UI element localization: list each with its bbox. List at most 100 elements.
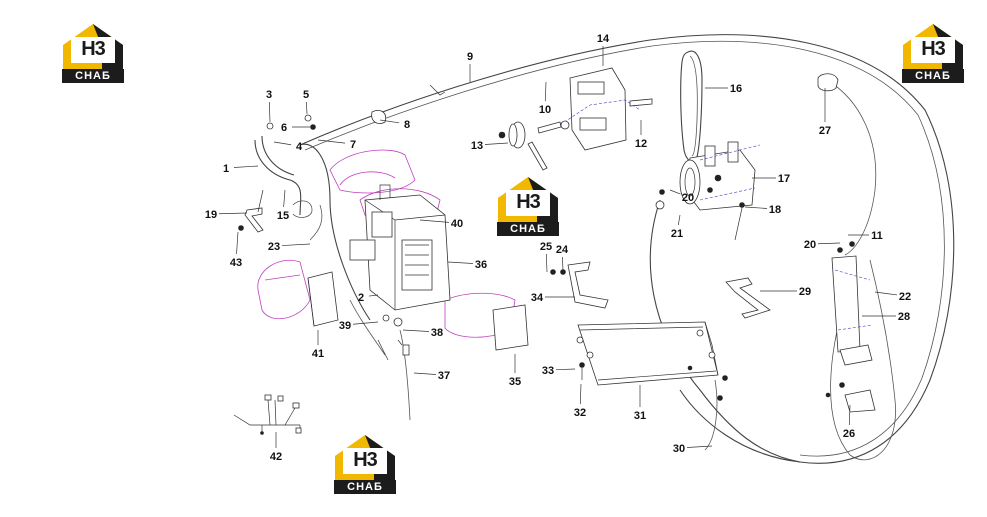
leader-line	[236, 231, 239, 255]
brand-logo: H3 CHAБ	[497, 176, 559, 238]
bracket-14	[559, 67, 653, 151]
part-number: 8	[404, 119, 410, 131]
part-number: 42	[270, 451, 282, 463]
house-emblem-icon	[903, 24, 963, 69]
upholstery-top	[329, 149, 416, 194]
part-number: 13	[471, 140, 483, 152]
callout-7: 7	[317, 139, 356, 151]
part-number: 41	[312, 348, 324, 360]
part-number: 26	[843, 428, 855, 440]
receiver-dryer-28	[825, 241, 876, 413]
leader-line	[447, 261, 474, 264]
leader-line	[686, 445, 713, 448]
callout-12: 12	[635, 120, 647, 150]
hose-1	[254, 139, 302, 216]
part-number: 20	[682, 192, 694, 204]
leader-line	[379, 119, 400, 124]
part-number: 6	[281, 122, 287, 134]
clip-9	[429, 84, 446, 96]
hose-1b	[261, 135, 295, 176]
callout-30: 30	[673, 443, 713, 455]
callout-21: 21	[671, 214, 683, 240]
part-number: 3	[266, 89, 272, 101]
part-number: 27	[819, 125, 831, 137]
part-number: 20	[804, 239, 816, 251]
callout-3: 3	[266, 89, 272, 123]
fitting-39	[382, 314, 390, 322]
callout-34: 34	[531, 292, 575, 304]
callout-42: 42	[270, 432, 282, 463]
logo-mark: H3	[516, 191, 541, 213]
leader-line	[555, 368, 576, 371]
callout-38: 38	[402, 327, 443, 339]
logo-wordmark: CHAБ	[497, 222, 559, 236]
callout-32: 32	[574, 383, 586, 419]
brand-logo: H3 CHAБ	[62, 23, 124, 85]
filter-35	[492, 304, 529, 351]
house-emblem-icon	[335, 435, 395, 480]
callout-2: 2	[358, 292, 379, 304]
brand-logo: H3 CHAБ	[334, 434, 396, 496]
hose-39	[349, 299, 386, 356]
callout-43: 43	[230, 231, 242, 269]
hose-main-loop	[299, 34, 955, 464]
hvac-unit	[349, 184, 451, 311]
pulley-13	[498, 121, 562, 171]
part-number: 16	[730, 83, 742, 95]
callout-35: 35	[509, 354, 521, 388]
part-number: 37	[438, 370, 450, 382]
leader-line	[579, 383, 582, 405]
bolt-43	[238, 225, 244, 231]
callout-20: 20	[669, 189, 694, 204]
part-number: 4	[296, 141, 303, 153]
callout-1: 1	[223, 163, 259, 175]
condenser-31	[576, 321, 728, 401]
leader-line	[669, 189, 681, 195]
part-number: 21	[671, 228, 683, 240]
part-number: 24	[556, 244, 569, 256]
leader-line	[317, 139, 346, 144]
callout-40: 40	[419, 218, 463, 230]
callout-10: 10	[539, 81, 551, 116]
callout-9: 9	[467, 51, 473, 82]
part-number: 31	[634, 410, 646, 422]
callout-17: 17	[752, 173, 790, 185]
callout-39: 39	[339, 320, 379, 332]
wiring-harness-42	[233, 394, 302, 435]
callout-6: 6	[281, 122, 310, 134]
part-number: 34	[531, 292, 544, 304]
callout-28: 28	[862, 311, 910, 323]
part-number: 11	[871, 230, 883, 242]
callout-5: 5	[303, 89, 309, 115]
house-emblem-icon	[498, 177, 558, 222]
part-number: 14	[597, 33, 610, 45]
leader-line	[281, 243, 311, 246]
callout-14: 14	[597, 33, 610, 66]
leader-line	[419, 219, 450, 223]
part-number: 28	[898, 311, 910, 323]
leader-line	[848, 404, 851, 426]
leader-line	[484, 142, 509, 145]
callout-19: 19	[205, 209, 248, 221]
part-number: 1	[223, 163, 229, 175]
callout-4: 4	[273, 141, 303, 153]
clamp-6	[310, 124, 316, 130]
drain-hose-37	[399, 329, 411, 421]
hose-15	[292, 200, 313, 218]
part-number: 38	[431, 327, 443, 339]
leader-line	[744, 206, 768, 209]
upholstery-left	[257, 260, 311, 319]
logo-wordmark: CHAБ	[902, 69, 964, 83]
part-number: 22	[899, 291, 911, 303]
grommet-8	[371, 110, 387, 124]
bracket-29	[725, 277, 771, 319]
callout-20b: 20	[804, 239, 841, 251]
leader-line	[233, 165, 259, 168]
clamp-5	[304, 114, 312, 122]
clamp-3	[266, 122, 274, 130]
part-number: 39	[339, 320, 351, 332]
callout-31: 31	[634, 385, 646, 422]
leader-line	[306, 101, 308, 115]
part-number: 7	[350, 139, 356, 151]
